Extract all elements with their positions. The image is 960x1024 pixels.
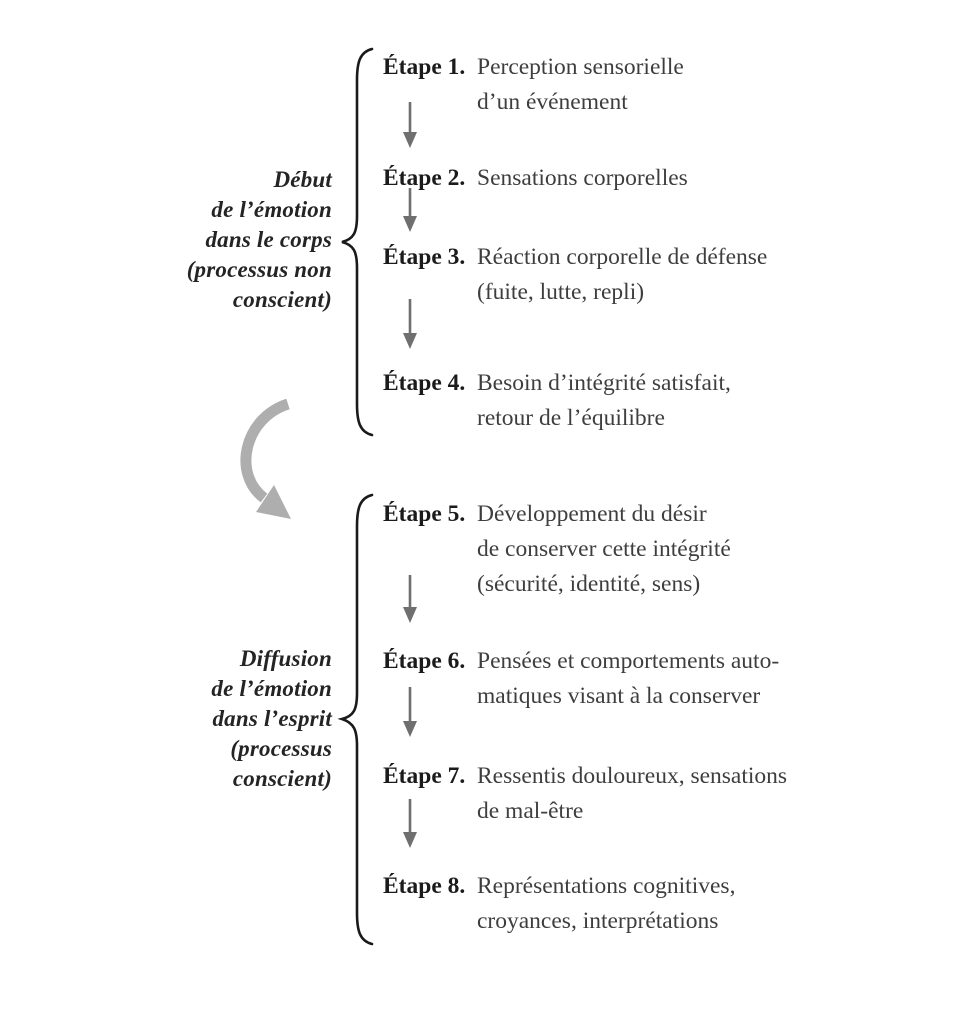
step-3-label: Étape 3. <box>383 244 466 270</box>
step-7-text: Ressentis douloureux, sensations de mal-… <box>477 763 788 824</box>
group1-brace <box>341 47 374 437</box>
step-3-text: Réaction corporelle de défense (fuite, l… <box>477 244 768 305</box>
group2-brace <box>337 493 374 946</box>
step-5-label: Étape 5. <box>383 501 466 527</box>
step-8-label: Étape 8. <box>383 873 466 899</box>
step-6-label: Étape 6. <box>383 648 466 674</box>
step-7-label: Étape 7. <box>383 763 466 789</box>
step-1-label: Étape 1. <box>383 54 466 80</box>
step-4-label: Étape 4. <box>383 370 466 396</box>
step-2-label: Étape 2. <box>383 165 466 191</box>
step-4-text: Besoin d’intégrité satisfait, retour de … <box>477 370 731 431</box>
down-arrow-icon <box>403 575 417 623</box>
step-8-text: Représentations cognitives, croyances, i… <box>477 873 736 934</box>
down-arrow-icon <box>403 102 417 148</box>
step-3: Étape 3. Réaction corporelle de défense … <box>383 240 863 310</box>
step-6: Étape 6. Pensées et comportements auto- … <box>383 644 863 714</box>
down-arrow-icon <box>403 687 417 737</box>
step-5: Étape 5. Développement du désir de conse… <box>383 497 863 602</box>
step-2: Étape 2. Sensations corporelles <box>383 161 863 196</box>
step-2-text: Sensations corporelles <box>477 165 688 191</box>
group2-side-label: Diffusion de l’émotion dans l’esprit (pr… <box>211 646 332 791</box>
step-1-text: Perception sensorielle d’un événement <box>477 54 684 115</box>
down-arrow-icon <box>403 188 417 232</box>
step-1: Étape 1. Perception sensorielle d’un évé… <box>383 50 863 120</box>
step-5-text: Développement du désir de conserver cett… <box>477 501 731 597</box>
down-arrow-icon <box>403 799 417 848</box>
step-4: Étape 4. Besoin d’intégrité satisfait, r… <box>383 366 863 436</box>
curved-transition-arrow-icon <box>240 398 291 519</box>
step-7: Étape 7. Ressentis douloureux, sensation… <box>383 759 863 829</box>
down-arrow-icon <box>403 299 417 349</box>
step-8: Étape 8. Représentations cognitives, cro… <box>383 869 863 939</box>
group1-side-label: Début de l’émotion dans le corps (proces… <box>186 167 332 312</box>
step-6-text: Pensées et comportements auto- matiques … <box>477 648 780 709</box>
